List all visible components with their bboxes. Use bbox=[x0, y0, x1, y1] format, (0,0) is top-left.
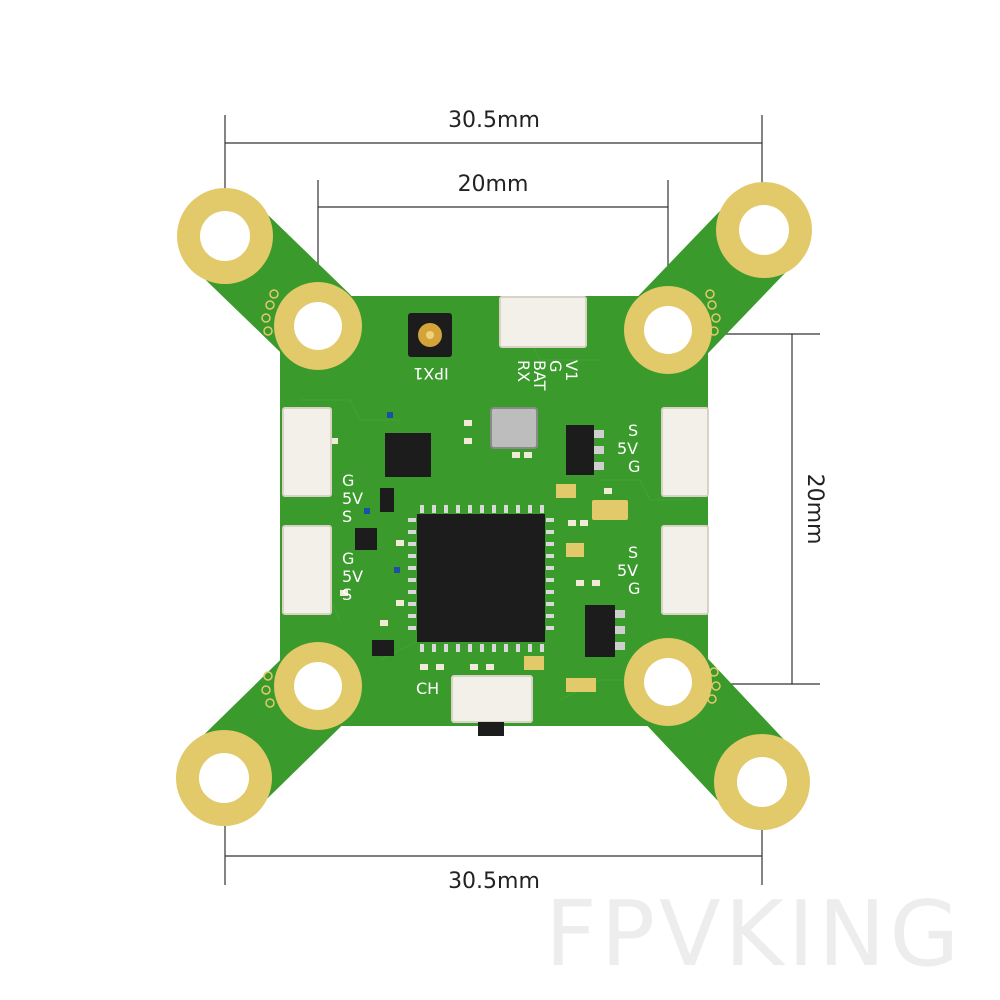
right-connector-top bbox=[661, 407, 709, 497]
ipx-connector bbox=[408, 313, 452, 357]
label-left-top-s: S bbox=[342, 507, 352, 526]
label-left-top-5v: 5V bbox=[342, 489, 363, 508]
dimension-right: 20mm bbox=[802, 474, 827, 545]
label-right-bottom-5v: 5V bbox=[617, 561, 638, 580]
components bbox=[282, 296, 709, 736]
regulator-top bbox=[566, 425, 594, 475]
label-left-bottom-5v: 5V bbox=[342, 567, 363, 586]
watermark: FPVKING bbox=[545, 882, 963, 987]
right-connector-bottom bbox=[661, 525, 709, 615]
label-right-bottom-g: G bbox=[628, 579, 640, 598]
mount-pad-inner-bottom-left bbox=[274, 642, 362, 730]
label-left-bottom-g: G bbox=[342, 549, 354, 568]
label-ipx: IPX1 bbox=[413, 364, 449, 383]
mount-pad-top-right bbox=[716, 182, 812, 278]
label-right-top-g: G bbox=[628, 457, 640, 476]
dimension-bottom-outer: 30.5mm bbox=[448, 869, 540, 894]
label-rx-bat: BAT bbox=[530, 360, 549, 391]
label-rx-rx: RX bbox=[514, 360, 533, 382]
via-rings bbox=[261, 289, 721, 708]
rx-connector bbox=[499, 296, 587, 348]
label-right-bottom-s: S bbox=[628, 543, 638, 562]
mount-pad-inner-top-left bbox=[274, 282, 362, 370]
mount-pad-bottom-right bbox=[714, 734, 810, 830]
mount-pads-inner bbox=[274, 282, 712, 730]
ch-button bbox=[451, 675, 533, 723]
mount-pad-inner-bottom-right bbox=[624, 638, 712, 726]
label-rx-g: G bbox=[546, 360, 565, 372]
label-left-top-g: G bbox=[342, 471, 354, 490]
mount-pads-outer bbox=[176, 182, 812, 830]
label-left-bottom-s: S bbox=[342, 585, 352, 604]
chip-left bbox=[385, 433, 431, 477]
label-right-top-5v: 5V bbox=[617, 439, 638, 458]
main-chip bbox=[417, 514, 545, 642]
mount-pad-bottom-left bbox=[176, 730, 272, 826]
mount-pad-inner-top-right bbox=[624, 286, 712, 374]
left-connector-bottom bbox=[282, 525, 332, 615]
label-right-top-s: S bbox=[628, 421, 638, 440]
dimension-top-inner: 20mm bbox=[458, 172, 529, 197]
silkscreen-labels: IPX1 V1 G BAT RX G 5V S G 5V S S 5V G S … bbox=[342, 360, 640, 698]
crystal bbox=[490, 407, 538, 449]
label-ch: CH bbox=[416, 679, 439, 698]
dimension-top-outer: 30.5mm bbox=[448, 108, 540, 133]
label-rx-v1: V1 bbox=[562, 360, 581, 381]
regulator-bottom bbox=[585, 605, 615, 657]
left-connector-top bbox=[282, 407, 332, 497]
mount-pad-top-left bbox=[177, 188, 273, 284]
